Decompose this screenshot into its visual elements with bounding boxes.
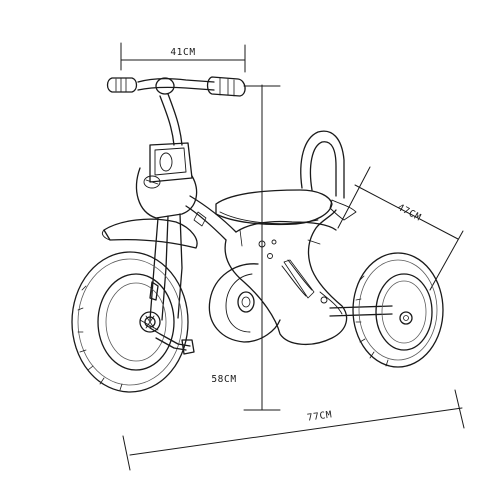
seat xyxy=(215,130,357,226)
rear-right-wheel xyxy=(352,252,444,368)
dimension-label-length: 77CM xyxy=(306,409,333,423)
steering-column xyxy=(135,93,198,321)
rear-left-wheel xyxy=(208,263,281,343)
dimension-seat-depth: 47CM xyxy=(337,166,464,291)
dimension-label-height: 58CM xyxy=(211,374,236,385)
dimension-label-seat-depth: 47CM xyxy=(395,202,422,224)
dimension-width: 41CM xyxy=(120,42,246,73)
pedals xyxy=(139,281,195,355)
front-wheel xyxy=(71,251,189,393)
frame-body xyxy=(185,195,348,345)
handlebar xyxy=(106,76,246,97)
dimension-length: 77CM xyxy=(122,389,465,471)
dimension-label-width: 41CM xyxy=(170,47,195,58)
dimension-height: 58CM xyxy=(211,84,281,411)
front-fender xyxy=(101,218,198,249)
